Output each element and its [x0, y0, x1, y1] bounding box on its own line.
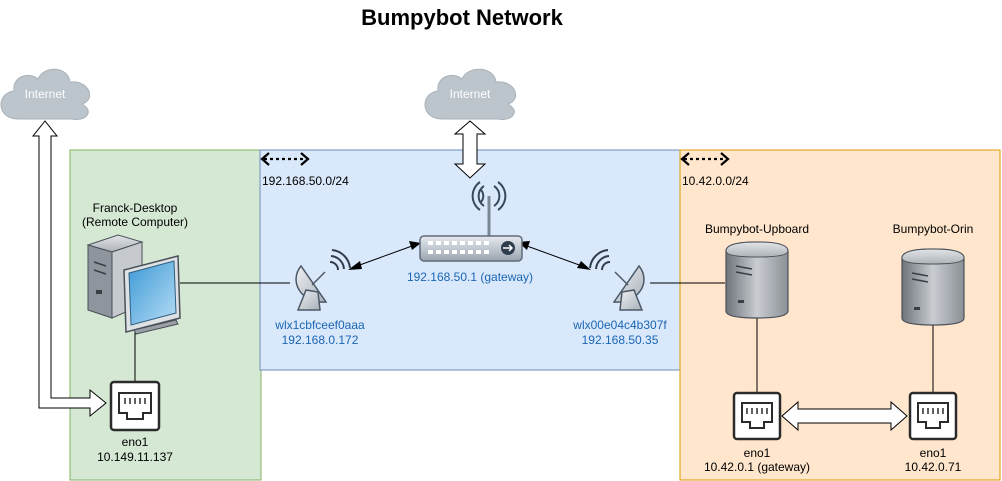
- ethernet-port-icon-orin: [908, 391, 958, 441]
- ethernet-port-icon-upboard: [732, 391, 782, 441]
- cloud-icon-left: [0, 68, 91, 121]
- diagram-title: Bumpybot Network: [361, 5, 563, 30]
- cloud-icon-center: [424, 68, 517, 121]
- satellite-dish-icon-left: [295, 249, 351, 311]
- wifi-right-iface: wlx00e04c4b307f: [572, 318, 667, 332]
- wifi-right-ip: 192.168.50.35: [582, 333, 659, 347]
- wifi-left-ip: 192.168.0.172: [282, 333, 359, 347]
- upboard-eth-name: eno1: [744, 446, 771, 460]
- orin-eth-ip: 10.42.0.71: [905, 460, 962, 474]
- subnet-span-icon-robot: [680, 152, 730, 166]
- orin-eth-name: eno1: [920, 446, 947, 460]
- upboard-name: Bumpybot-Upboard: [705, 222, 809, 236]
- subnet-span-icon-lan: [260, 152, 310, 166]
- server-icon-orin: [901, 248, 965, 326]
- cloud-label-center: Internet: [450, 87, 491, 101]
- subnet-label-lan: 192.168.50.0/24: [262, 174, 349, 188]
- satellite-dish-icon-right: [589, 249, 645, 311]
- cloud-label-left: Internet: [25, 87, 66, 101]
- uplink-arrow-center: [453, 120, 487, 179]
- uplink-arrow-left: [31, 120, 107, 418]
- server-icon-upboard: [725, 241, 789, 319]
- router-icon: [419, 181, 523, 262]
- desktop-eth-name: eno1: [122, 435, 149, 449]
- desktop-role: (Remote Computer): [82, 215, 188, 229]
- upboard-eth-ip: 10.42.0.1 (gateway): [704, 460, 810, 474]
- wireless-link-left: [348, 241, 421, 270]
- ethernet-link-arrow: [781, 400, 908, 432]
- ethernet-port-icon-desktop: [109, 380, 161, 432]
- orin-name: Bumpybot-Orin: [893, 222, 974, 236]
- desktop-computer-icon: [86, 234, 181, 335]
- subnet-label-robot: 10.42.0.0/24: [682, 174, 749, 188]
- router-label: 192.168.50.1 (gateway): [407, 270, 533, 284]
- wifi-left-iface: wlx1cbfceef0aaa: [274, 318, 365, 332]
- desktop-name: Franck-Desktop: [93, 201, 178, 215]
- desktop-eth-ip: 10.149.11.137: [97, 450, 173, 464]
